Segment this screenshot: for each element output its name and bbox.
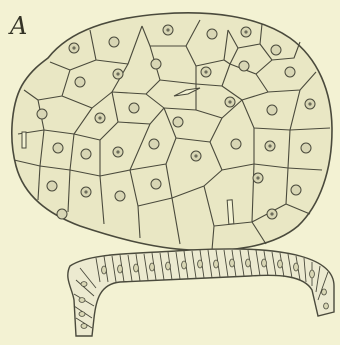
cell-mass <box>12 13 332 251</box>
rod-inclusion-left <box>22 132 26 148</box>
rod-inclusion-right <box>227 200 234 224</box>
epithelium-cup <box>68 249 334 336</box>
